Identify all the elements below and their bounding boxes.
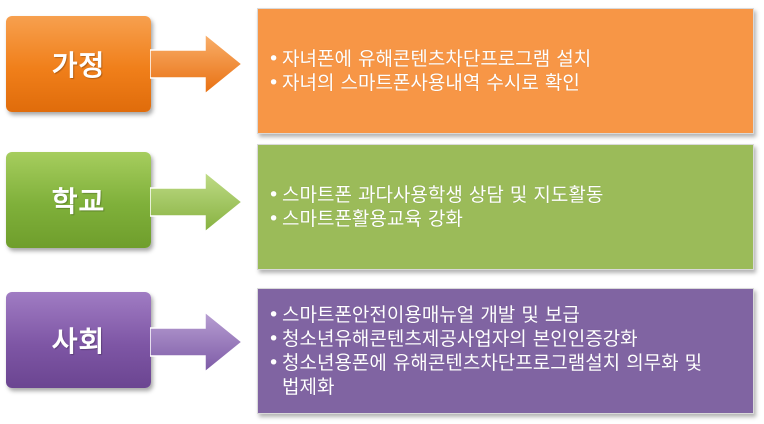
bullet-icon: • — [268, 304, 280, 326]
content-school-list: •스마트폰 과다사용학생 상담 및 지도활동 •스마트폰활용교육 강화 — [268, 183, 745, 231]
bullet-icon: • — [268, 72, 280, 94]
label-home: 가정 — [51, 49, 106, 82]
content-home-list: •자녀폰에 유해콘텐츠차단프로그램 설치 •자녀의 스마트폰사용내역 수시로 확… — [268, 47, 745, 95]
bullet-icon: • — [268, 208, 280, 230]
bullet-icon: • — [268, 352, 280, 374]
arrow-right-icon — [150, 170, 244, 234]
arrow-right-icon — [150, 310, 244, 374]
label-home-box: 가정 — [6, 16, 151, 112]
list-item: •자녀폰에 유해콘텐츠차단프로그램 설치 — [268, 48, 592, 70]
arrow-right-icon — [150, 32, 244, 96]
label-society: 사회 — [51, 325, 106, 358]
content-home-box: •자녀폰에 유해콘텐츠차단프로그램 설치 •자녀의 스마트폰사용내역 수시로 확… — [257, 8, 754, 134]
list-item: •청소년용폰에 유해콘텐츠차단프로그램설치 의무화 및 법제화 — [268, 352, 703, 398]
list-item: •청소년유해콘텐츠제공사업자의 본인인증강화 — [268, 328, 638, 350]
list-item: •스마트폰 과다사용학생 상담 및 지도활동 — [268, 184, 604, 206]
label-school: 학교 — [51, 185, 106, 218]
list-item: •스마트폰활용교육 강화 — [268, 208, 463, 230]
list-item: •자녀의 스마트폰사용내역 수시로 확인 — [268, 72, 580, 94]
bullet-icon: • — [268, 184, 280, 206]
label-society-box: 사회 — [6, 292, 151, 388]
content-society-box: •스마트폰안전이용매뉴얼 개발 및 보급 •청소년유해콘텐츠제공사업자의 본인인… — [257, 288, 754, 414]
bullet-icon: • — [268, 328, 280, 350]
bullet-icon: • — [268, 48, 280, 70]
content-society-list: •스마트폰안전이용매뉴얼 개발 및 보급 •청소년유해콘텐츠제공사업자의 본인인… — [268, 303, 745, 399]
content-school-box: •스마트폰 과다사용학생 상담 및 지도활동 •스마트폰활용교육 강화 — [257, 144, 754, 270]
label-school-box: 학교 — [6, 152, 151, 248]
list-item: •스마트폰안전이용매뉴얼 개발 및 보급 — [268, 304, 580, 326]
